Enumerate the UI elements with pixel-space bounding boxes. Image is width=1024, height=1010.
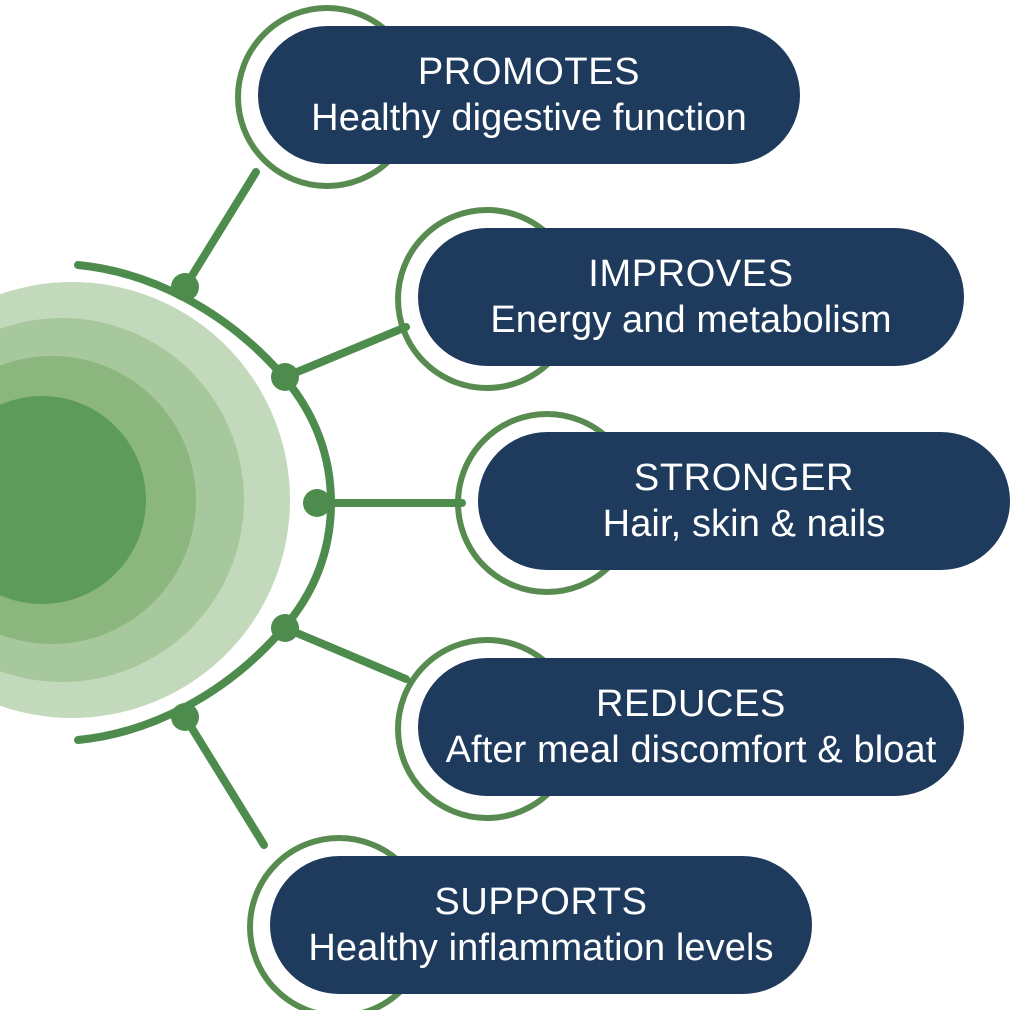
benefit-pill-supports[interactable]: SUPPORTS Healthy inflammation levels: [270, 856, 812, 994]
benefit-headline: IMPROVES: [588, 252, 794, 295]
node-dot-reduces[interactable]: [271, 614, 299, 642]
benefit-detail: Healthy digestive function: [311, 97, 747, 139]
connector-line-improves: [281, 323, 410, 381]
spine-nodes: [171, 273, 331, 731]
node-dot-improves[interactable]: [271, 363, 299, 391]
benefit-detail: Healthy inflammation levels: [308, 927, 774, 969]
benefit-pill-stronger[interactable]: STRONGER Hair, skin & nails: [478, 432, 1010, 570]
connector-line-supports: [181, 713, 268, 849]
benefit-headline: REDUCES: [595, 682, 786, 725]
benefit-detail: After meal discomfort & bloat: [445, 729, 937, 771]
node-dot-promotes[interactable]: [171, 273, 199, 301]
benefit-pill-promotes[interactable]: PROMOTES Healthy digestive function: [258, 26, 800, 164]
connector-lines: [181, 168, 466, 849]
connector-line-reduces: [281, 624, 410, 683]
connector-line-promotes: [181, 168, 260, 291]
benefit-detail: Energy and metabolism: [490, 299, 892, 341]
benefit-pill-reduces[interactable]: REDUCES After meal discomfort & bloat: [418, 658, 964, 796]
node-dot-stronger[interactable]: [303, 489, 331, 517]
node-dot-supports[interactable]: [171, 703, 199, 731]
benefit-headline: STRONGER: [633, 456, 855, 499]
concentric-green-hub: [0, 282, 290, 718]
hub-ring-core: [0, 396, 146, 604]
benefit-pill-improves[interactable]: IMPROVES Energy and metabolism: [418, 228, 964, 366]
benefit-headline: PROMOTES: [417, 50, 641, 93]
benefit-headline: SUPPORTS: [434, 880, 648, 923]
benefit-detail: Hair, skin & nails: [602, 503, 886, 545]
